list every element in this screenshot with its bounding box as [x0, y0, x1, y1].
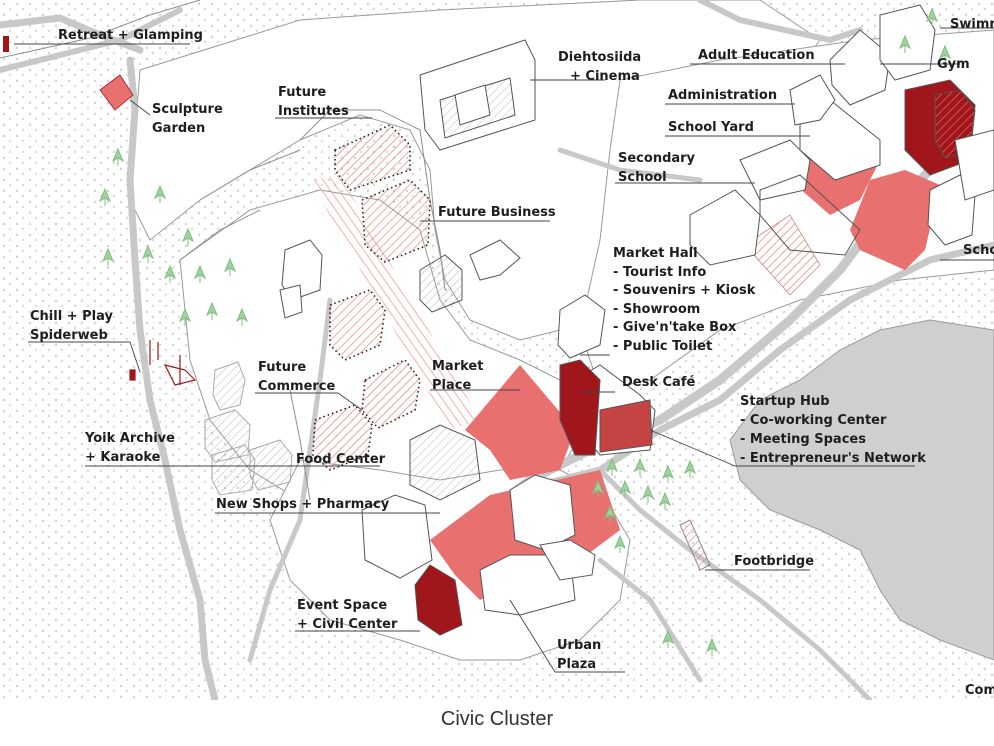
label-urban-plaza: Urban Plaza: [557, 636, 601, 674]
leader-lines: [14, 27, 994, 673]
label-food-center: Food Center: [296, 452, 386, 467]
label-market-hall: Market Hall - Tourist Info - Souvenirs +…: [613, 245, 755, 356]
future-buildings: [312, 124, 431, 471]
label-line: Plaza: [557, 657, 597, 672]
label-line: - Entrepreneur's Network: [740, 451, 926, 466]
label-secondary-school: Secondary School: [618, 149, 695, 187]
label-gym: Gym: [937, 57, 970, 72]
tree-icon: [141, 244, 155, 263]
label-line: Urban: [557, 638, 602, 653]
label-event-space: Event Space + Civil Center: [297, 596, 397, 634]
tree-icon: [705, 637, 719, 656]
tree-icon: [205, 301, 219, 320]
label-line: + Karaoke: [85, 450, 161, 465]
label-line: - Co-working Center: [740, 413, 887, 428]
label-swimming: Swimm: [950, 17, 994, 32]
site-map: [0, 0, 994, 700]
label-line: Spiderweb: [30, 328, 108, 343]
label-line: - Give'n'take Box: [613, 320, 737, 335]
label-line: - Public Toilet: [613, 338, 713, 354]
label-startup-hub: Startup Hub - Co-working Center - Meetin…: [740, 392, 926, 468]
label-line: Place: [432, 378, 472, 393]
label-administration: Administration: [668, 88, 778, 103]
tree-icon: [605, 457, 619, 476]
label-school-yard: School Yard: [668, 120, 754, 135]
tree-icon: [111, 147, 125, 166]
tree-icon: [683, 459, 697, 478]
label-line: - Souvenirs + Kiosk: [613, 283, 756, 298]
label-line: School: [618, 170, 667, 185]
label-new-shops-pharmacy: New Shops + Pharmacy: [216, 497, 390, 512]
label-line: - Tourist Info: [613, 264, 707, 280]
label-line: Secondary: [618, 151, 696, 166]
tree-icon: [938, 44, 952, 63]
label-market-place: Market Place: [432, 357, 483, 395]
tree-icon: [591, 479, 605, 498]
tree-icon: [603, 504, 617, 523]
label-adult-education: Adult Education: [698, 48, 815, 63]
label-line: Yoik Archive: [85, 431, 175, 446]
tree-icon: [223, 257, 237, 276]
buildings: [204, 4, 994, 636]
label-line: - Meeting Spaces: [740, 432, 866, 447]
label-future-commerce: Future Commerce: [258, 358, 335, 396]
label-community: Com: [965, 683, 994, 698]
label-future-institutes: Future Institutes: [278, 83, 349, 121]
label-line: Institutes: [278, 104, 349, 119]
label-footbridge: Footbridge: [734, 554, 815, 569]
label-line: - Showroom: [613, 301, 701, 317]
tree-icon: [661, 629, 675, 648]
label-line: Startup Hub: [740, 394, 830, 409]
tree-icon: [633, 457, 647, 476]
label-line: Chill + Play: [30, 309, 113, 324]
label-school-right: Scho: [963, 243, 994, 258]
tree-icon: [178, 307, 192, 326]
tree-icon: [235, 307, 249, 326]
label-line: Market: [432, 359, 484, 374]
trees: [98, 7, 952, 656]
label-line: + Civil Center: [297, 617, 398, 632]
tree-icon: [661, 464, 675, 483]
tree-icon: [101, 247, 115, 266]
label-line: Event Space: [297, 598, 388, 613]
lake: [729, 319, 994, 661]
tree-icon: [98, 187, 112, 206]
tree-icon: [153, 184, 167, 203]
label-retreat-glamping: Retreat + Glamping: [58, 28, 203, 43]
label-line: Commerce: [258, 379, 336, 394]
tree-icon: [898, 34, 912, 53]
footbridge-icon: [679, 519, 711, 571]
tree-icon: [925, 7, 939, 26]
tree-icon: [181, 227, 195, 246]
map-caption: Civic Cluster: [440, 708, 554, 730]
tree-icon: [613, 534, 627, 553]
tree-icon: [163, 264, 177, 283]
label-line: Market Hall: [613, 246, 698, 261]
label-line: Diehtosiida: [558, 50, 642, 65]
label-chill-play-spiderweb: Chill + Play Spiderweb: [30, 307, 113, 345]
label-yoik-archive: Yoik Archive + Karaoke: [85, 429, 175, 467]
tree-icon: [193, 264, 207, 283]
spiderweb-icon: [129, 340, 197, 386]
tree-icon: [658, 491, 672, 510]
label-future-business: Future Business: [438, 205, 556, 220]
label-sculpture-garden: Sculpture Garden: [152, 100, 223, 138]
label-diehtosiida-cinema: Diehtosiida + Cinema: [558, 48, 641, 86]
label-line: Sculpture: [152, 102, 223, 117]
label-line: Future: [278, 85, 327, 100]
tree-icon: [641, 484, 655, 503]
label-line: Garden: [152, 121, 206, 136]
tree-icon: [618, 479, 632, 498]
label-line: + Cinema: [570, 69, 640, 84]
label-desk-cafe: Desk Café: [622, 375, 696, 390]
label-line: Future: [258, 360, 307, 375]
